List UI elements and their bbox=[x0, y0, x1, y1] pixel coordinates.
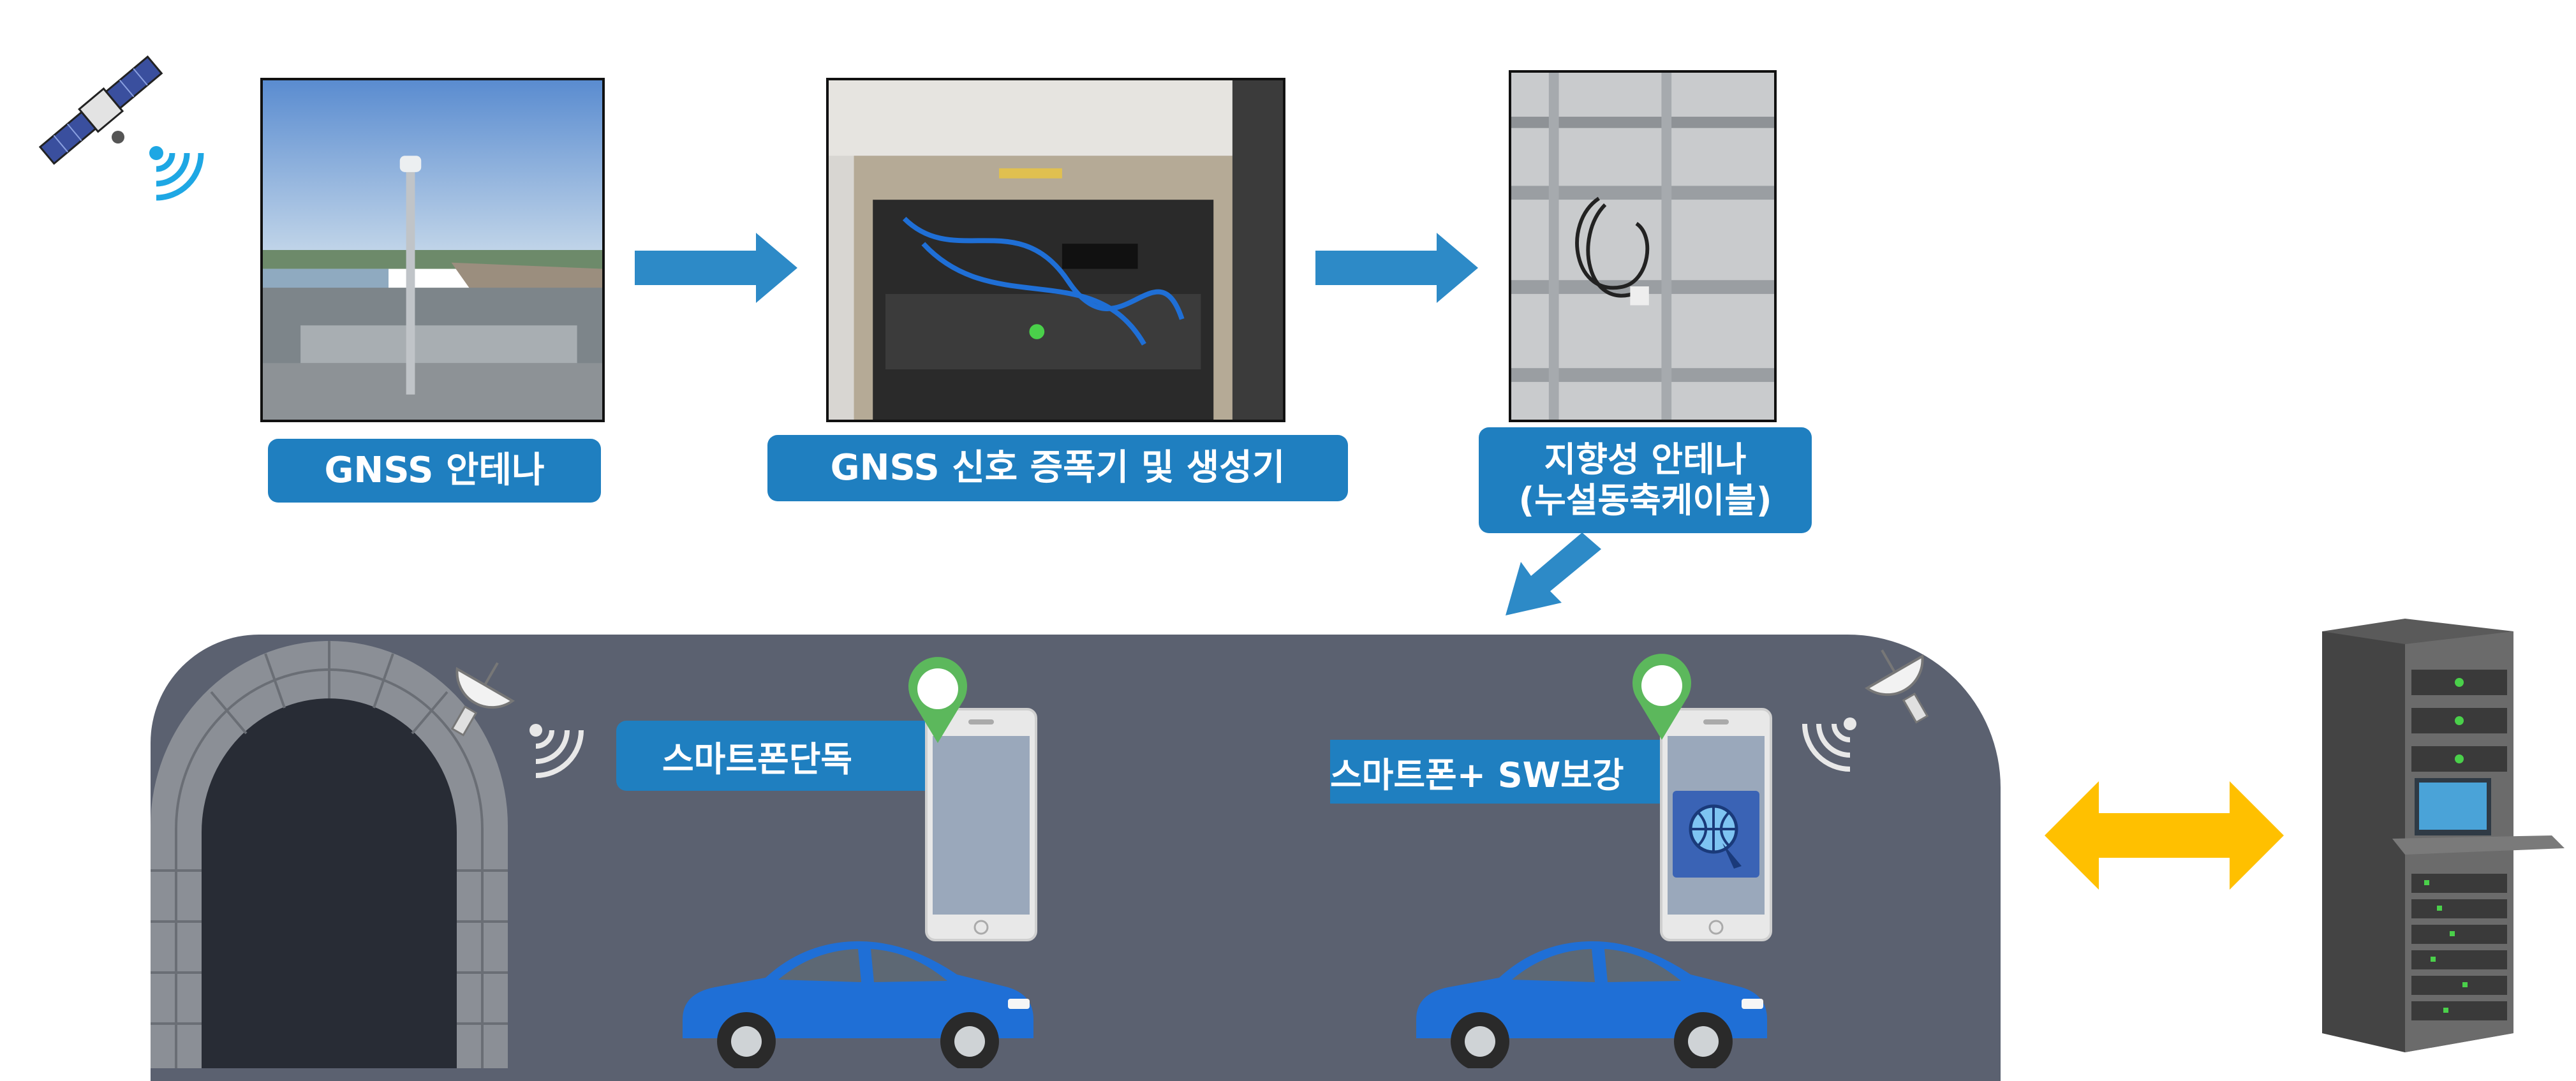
flow-arrow-1 bbox=[635, 233, 797, 303]
wifi-signal-icon bbox=[1802, 717, 1856, 772]
car-icon bbox=[1416, 941, 1767, 1068]
tunnel-portal bbox=[151, 641, 508, 1068]
smartphone-sw-label: 스마트폰+ SW보강 bbox=[1330, 740, 1668, 804]
gnss-amplifier-label: GNSS 신호 증폭기 및 생성기 bbox=[767, 435, 1348, 501]
wifi-signal-icon bbox=[149, 146, 204, 201]
directional-antenna-photo bbox=[1509, 70, 1777, 422]
flow-arrow-down bbox=[1506, 533, 1601, 615]
location-pin-icon bbox=[908, 657, 967, 743]
dish-antenna-icon bbox=[450, 662, 515, 737]
directional-antenna-label: 지향성 안테나 (누설동축케이블) bbox=[1479, 427, 1812, 533]
app-globe-icon bbox=[1673, 791, 1759, 878]
gnss-antenna-label: GNSS 안테나 bbox=[268, 439, 601, 503]
car-icon bbox=[683, 941, 1033, 1068]
wifi-signal-icon bbox=[529, 724, 584, 778]
location-pin-icon bbox=[1632, 654, 1691, 740]
smartphone-icon bbox=[925, 708, 1037, 941]
smartphone-only-label: 스마트폰단독 bbox=[616, 721, 929, 791]
satellite-icon bbox=[38, 55, 163, 165]
bidirectional-arrow bbox=[2045, 781, 2284, 890]
dish-antenna-icon bbox=[1864, 649, 1929, 724]
server-rack-icon bbox=[2322, 619, 2565, 1052]
flow-arrow-2 bbox=[1315, 233, 1478, 303]
gnss-amplifier-photo bbox=[826, 78, 1285, 422]
gnss-antenna-photo bbox=[260, 78, 605, 422]
